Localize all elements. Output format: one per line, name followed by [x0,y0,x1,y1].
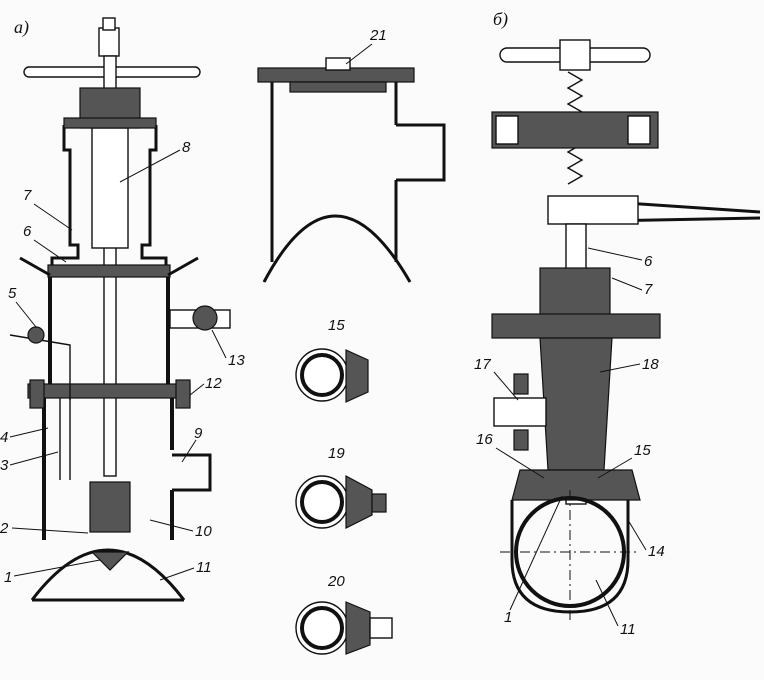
label-21: 21 [369,27,387,44]
label-20: 20 [327,573,345,590]
clamp-20: 20 [295,573,393,655]
mid-flange-a [27,383,191,399]
bonnet-b [539,267,611,319]
label-14: 14 [648,543,665,560]
label-11: 11 [196,559,212,576]
label-6: 6 [23,223,32,240]
label-5: 5 [8,285,17,302]
label-3: 3 [0,457,9,474]
label-4: 4 [0,429,8,446]
stem-cap-a [98,27,120,57]
label-12: 12 [205,375,222,392]
label-1: 1 [4,569,12,586]
clamp-15: 15 [295,317,369,403]
label-15-mid: 15 [328,317,345,334]
label-18: 18 [642,356,659,373]
valve-head-a [89,481,131,533]
upper-flange-a [47,264,171,278]
figure-b: б) 6 7 18 17 1 [474,9,761,638]
panel-label-a: а) [14,17,29,38]
panel-label-b: б) [493,9,508,30]
plug-17 [493,397,547,427]
branch-21 [396,123,446,182]
label-7: 7 [23,187,32,204]
label-17: 17 [474,356,491,373]
label-7-b: 7 [644,281,653,298]
figure-a: а) 1 2 3 4 5 6 7 8 9 10 11 12 13 [0,17,245,602]
clamp-19: 19 [295,445,387,529]
main-pipe-a [30,548,186,601]
label-11-b: 11 [620,621,636,638]
label-9: 9 [194,425,203,442]
pipe-arc-21 [262,214,412,283]
flange-b [491,313,661,339]
label-13: 13 [228,352,245,369]
label-15-b: 15 [634,442,651,459]
label-1-b: 1 [504,609,512,626]
label-16: 16 [476,431,493,448]
branch-pipe-a [172,453,212,492]
label-19: 19 [328,445,345,462]
label-8: 8 [182,139,191,156]
label-2: 2 [0,520,9,537]
label-6-b: 6 [644,253,653,270]
label-10: 10 [195,523,212,540]
figure-21: 21 [257,27,446,283]
